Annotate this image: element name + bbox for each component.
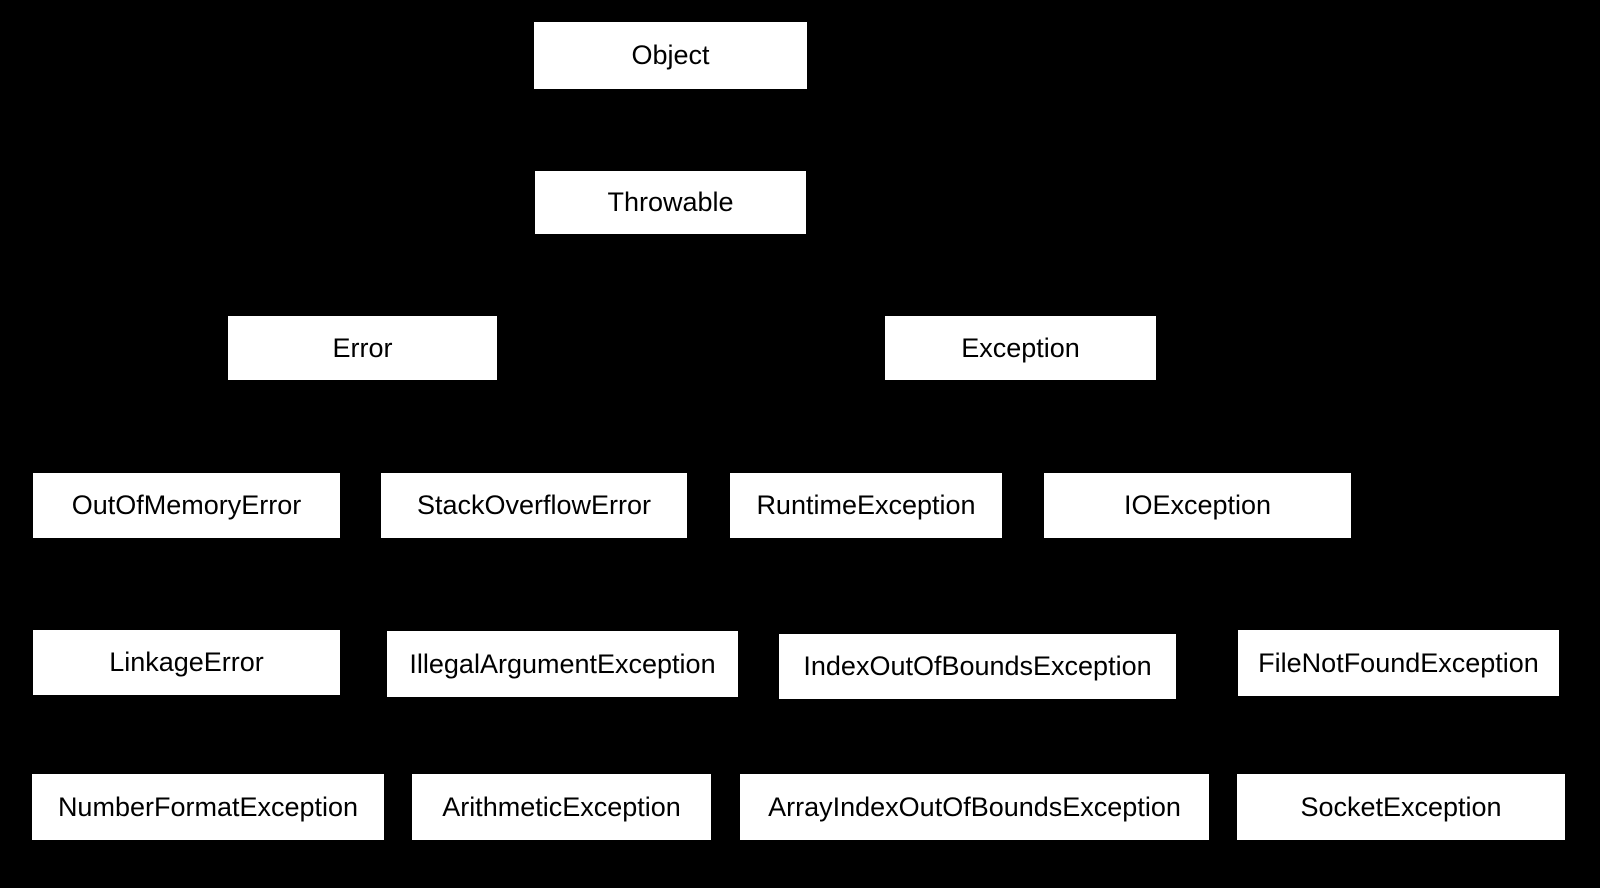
node-throwable: Throwable	[534, 170, 807, 235]
node-outofmemoryerror: OutOfMemoryError	[32, 472, 341, 539]
node-socketexception: SocketException	[1236, 773, 1566, 841]
node-indexoutofboundsexception: IndexOutOfBoundsException	[778, 633, 1177, 700]
node-filenotfoundexception: FileNotFoundException	[1237, 629, 1560, 697]
node-stackoverflowerror: StackOverflowError	[380, 472, 688, 539]
node-illegalargumentexception: IllegalArgumentException	[386, 630, 739, 698]
node-exception: Exception	[884, 315, 1157, 381]
node-object: Object	[533, 21, 808, 90]
node-arithmeticexception: ArithmeticException	[411, 773, 712, 841]
node-ioexception: IOException	[1043, 472, 1352, 539]
node-runtimeexception: RuntimeException	[729, 472, 1003, 539]
node-numberformatexception: NumberFormatException	[31, 773, 385, 841]
node-error: Error	[227, 315, 498, 381]
node-linkageerror: LinkageError	[32, 629, 341, 696]
node-arrayindexoutofboundsexception: ArrayIndexOutOfBoundsException	[739, 773, 1210, 841]
